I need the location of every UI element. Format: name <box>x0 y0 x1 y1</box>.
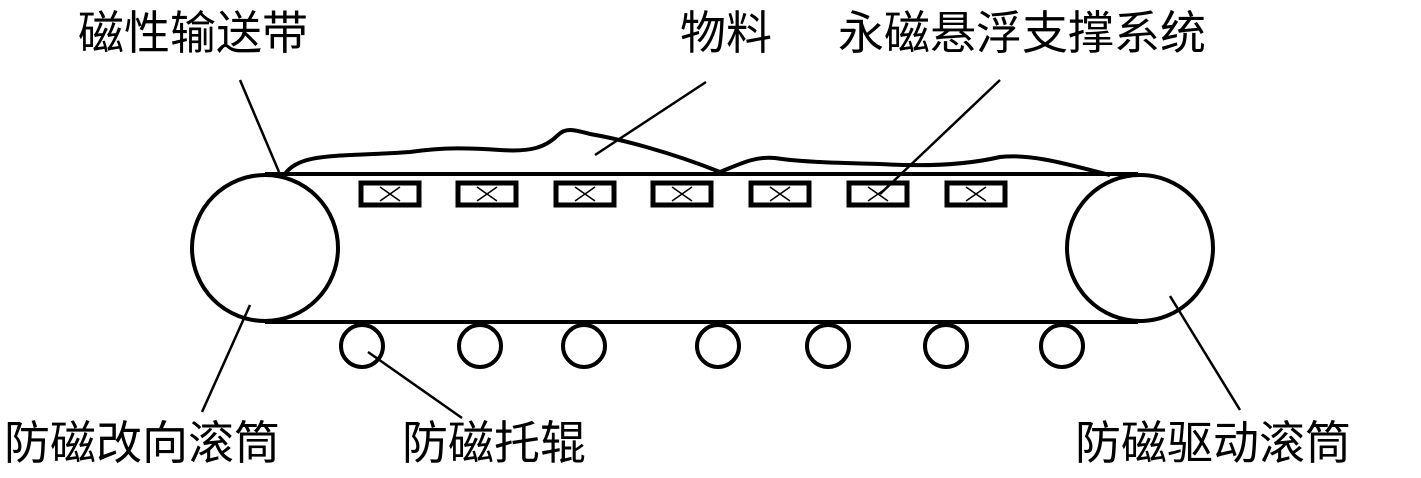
maglev-support-label: 永磁悬浮支撑系统 <box>838 6 1206 60</box>
material-outline <box>283 128 1111 177</box>
magnet-blocks <box>358 180 1008 208</box>
support-roller <box>561 323 607 369</box>
magnet-block <box>944 180 1008 208</box>
magnet-block <box>358 180 422 208</box>
support-roller <box>457 323 503 369</box>
magnet-block <box>650 180 714 208</box>
drive-drum-label: 防磁驱动滚筒 <box>1075 416 1351 470</box>
support-rollers-label: 防磁托辊 <box>402 416 586 470</box>
support-roller <box>805 323 851 369</box>
support-rollers <box>339 323 1085 369</box>
idler-drum-label: 防磁改向滚筒 <box>4 416 280 470</box>
leader-rollers <box>367 350 463 420</box>
magnetic-belt-label: 磁性输送带 <box>78 6 308 60</box>
support-roller <box>339 323 385 369</box>
leader-drive-drum <box>1168 295 1242 411</box>
drive-drum <box>1065 173 1215 323</box>
magnet-block <box>748 180 812 208</box>
magnet-block <box>846 180 910 208</box>
support-roller <box>1039 323 1085 369</box>
leader-belt <box>238 79 281 173</box>
magnet-block <box>553 180 617 208</box>
leader-maglev <box>879 79 1001 195</box>
leader-lines <box>200 79 1242 420</box>
leader-idler-drum <box>200 304 252 413</box>
support-roller <box>923 323 969 369</box>
magnet-block <box>455 180 519 208</box>
idler-drum <box>190 173 340 323</box>
support-roller <box>695 323 741 369</box>
leader-material <box>594 80 707 157</box>
material-label: 物料 <box>680 6 772 60</box>
